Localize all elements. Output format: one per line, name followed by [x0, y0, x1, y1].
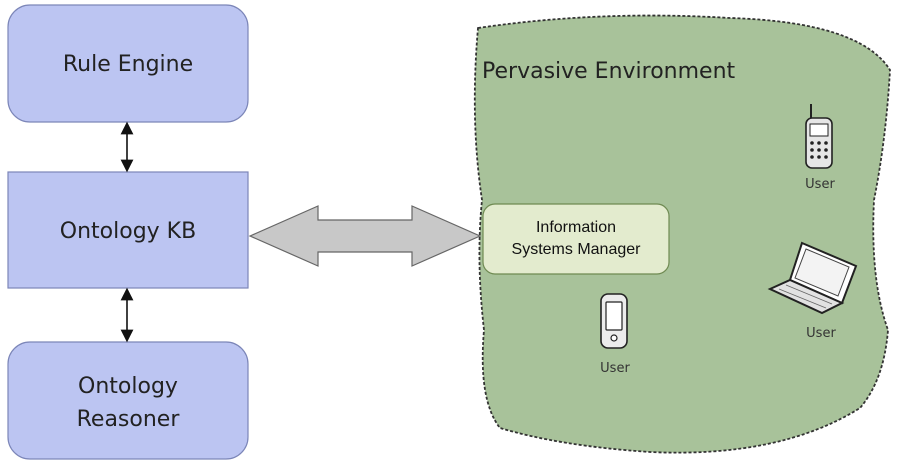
mobile-phone-icon [805, 104, 833, 169]
ontology-reasoner-box [8, 342, 248, 459]
rule-engine-box [8, 5, 248, 122]
mobile-user-label: User [805, 177, 835, 192]
kb-environment-double-arrow [250, 206, 480, 266]
ontology-reasoner-label-line1: Ontology [78, 374, 178, 399]
information-systems-manager-box-border [482, 203, 670, 275]
ontology-kb-label: Ontology KB [60, 219, 196, 244]
laptop-user-label: User [806, 326, 836, 341]
information-systems-manager-label-line1: Information [536, 219, 616, 236]
laptop-icon [767, 241, 858, 315]
ontology-reasoner-label-line2: Reasoner [77, 407, 181, 432]
rule-engine-label: Rule Engine [63, 52, 193, 77]
information-systems-manager-label-line2: Systems Manager [512, 241, 642, 258]
pervasive-environment-outline [473, 14, 891, 454]
ontology-kb-box [8, 172, 248, 288]
information-systems-manager-box [483, 204, 669, 274]
pda-user-label: User [600, 361, 630, 376]
pervasive-environment-region [474, 15, 890, 453]
environment-title: Pervasive Environment [482, 59, 736, 84]
pda-icon [600, 293, 628, 349]
kb-environment-double-arrow-border [248, 205, 482, 267]
